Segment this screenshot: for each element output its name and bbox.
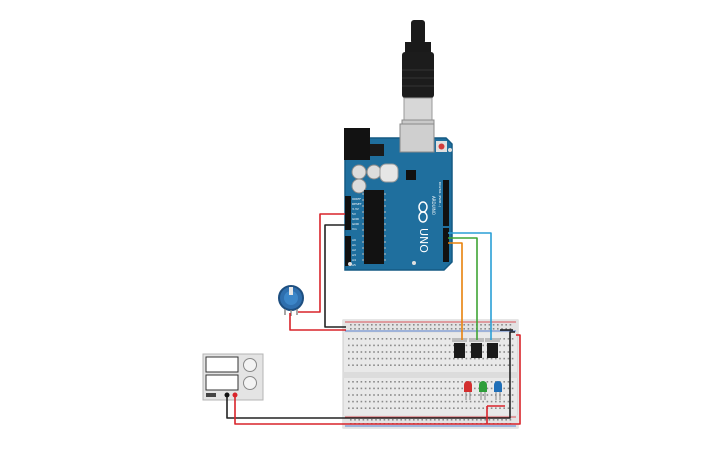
transistor-2[interactable] (469, 338, 484, 358)
arduino-logo-icon (418, 201, 428, 223)
svg-text:A3: A3 (352, 253, 356, 257)
wire-red-5v[interactable] (298, 213, 345, 313)
svg-text:GND: GND (352, 217, 360, 221)
svg-text:IOREF: IOREF (352, 197, 361, 201)
led-blue[interactable] (494, 381, 502, 400)
psu-knob-current[interactable] (243, 376, 257, 390)
svg-text:Vin: Vin (352, 227, 357, 231)
svg-text:5V: 5V (352, 212, 357, 216)
wire-red-psu[interactable] (234, 334, 521, 425)
wire-red-jumper[interactable] (486, 405, 505, 424)
capacitor (351, 178, 367, 194)
atmega-chip (364, 190, 384, 264)
board-brand: ARDUINO (431, 196, 436, 215)
transistor-1[interactable] (452, 338, 467, 358)
dc-jack (344, 128, 370, 160)
usb-cable[interactable] (401, 20, 435, 135)
wire-green[interactable] (448, 237, 478, 340)
svg-text:A2: A2 (352, 248, 356, 252)
crystal (379, 163, 399, 183)
capacitor (366, 164, 382, 180)
psu-display-bottom (205, 374, 239, 391)
psu-display-top (205, 356, 239, 373)
wire-black-psu[interactable] (226, 331, 515, 419)
svg-text:A0: A0 (352, 238, 356, 242)
wire-blue[interactable] (448, 232, 492, 340)
power-header[interactable] (345, 196, 351, 266)
wire-red-pot[interactable] (289, 313, 346, 331)
psu-knob-voltage[interactable] (243, 358, 257, 372)
potentiometer[interactable] (278, 285, 304, 316)
svg-text:A5: A5 (352, 263, 356, 267)
svg-text:3.3V: 3.3V (352, 207, 360, 211)
digital-header[interactable] (443, 180, 449, 262)
usb-port (399, 123, 435, 153)
wire-black-gnd[interactable] (324, 224, 346, 328)
transistor-3[interactable] (485, 338, 500, 358)
dc-power-supply[interactable] (202, 353, 264, 401)
svg-text:A4: A4 (352, 258, 356, 262)
wire-orange[interactable] (448, 242, 463, 340)
led-red[interactable] (464, 381, 472, 400)
svg-text:GND: GND (352, 222, 360, 226)
digital-label: DIGITAL (PWM~) (438, 182, 442, 207)
led-green[interactable] (479, 381, 487, 400)
svg-text:RESET: RESET (352, 202, 362, 206)
capacitor (351, 164, 367, 180)
svg-text:A1: A1 (352, 243, 356, 247)
board-model: UNO (417, 228, 430, 253)
